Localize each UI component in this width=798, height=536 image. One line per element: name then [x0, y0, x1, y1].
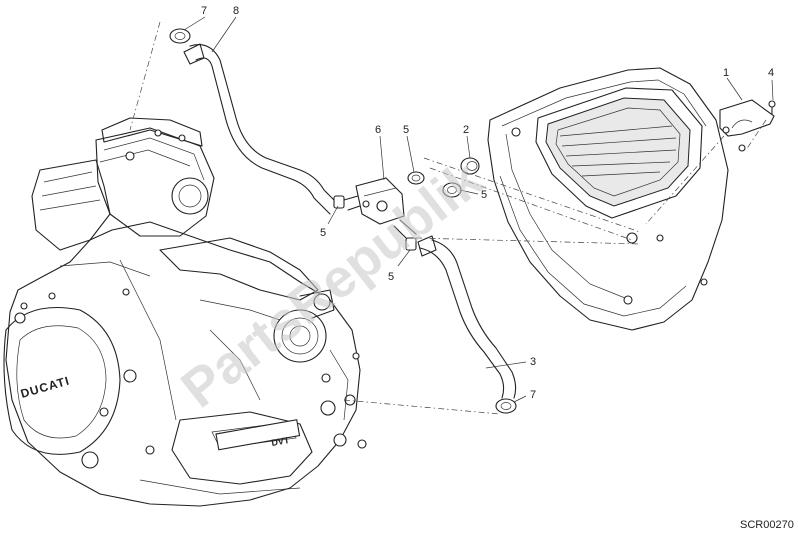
air-filter-element [535, 87, 703, 219]
engine-badge: DVT [215, 419, 301, 451]
engine-brand-text: DUCATI [19, 374, 71, 401]
clamp-upper [169, 28, 191, 44]
callout-4: 4 [768, 67, 774, 79]
callout-7-lower: 7 [530, 389, 536, 401]
clip-valve-top [407, 171, 425, 185]
clip-left [333, 195, 345, 209]
callout-7-upper: 7 [201, 5, 207, 17]
valve [343, 177, 417, 241]
svg-text:DUCATI: DUCATI [19, 374, 71, 401]
callout-3: 3 [530, 356, 536, 368]
callout-5-lower: 5 [388, 271, 394, 283]
callout-8: 8 [233, 5, 239, 17]
bracket [719, 99, 775, 152]
lower-hose [417, 235, 517, 399]
callout-2: 2 [463, 124, 469, 136]
engine-block [3, 117, 367, 507]
upper-hose [183, 43, 341, 215]
callout-5-valve-top: 5 [403, 124, 409, 136]
clip-lower [405, 237, 417, 251]
callout-1: 1 [723, 67, 729, 79]
reference-code: SCR00270 [740, 519, 794, 531]
leader-lines [183, 16, 774, 403]
watermark: PartsRepublik [170, 148, 494, 419]
callout-5-left: 5 [320, 227, 326, 239]
bracket-screw [768, 100, 776, 115]
clip-airbox [442, 182, 462, 198]
assembly-lines [129, 21, 767, 415]
svg-text:DVT: DVT [271, 435, 291, 448]
grommet [460, 157, 480, 175]
clamp-lower [495, 398, 517, 414]
airbox [487, 67, 729, 331]
callout-6: 6 [375, 124, 381, 136]
callout-5-airbox: 5 [481, 189, 487, 201]
